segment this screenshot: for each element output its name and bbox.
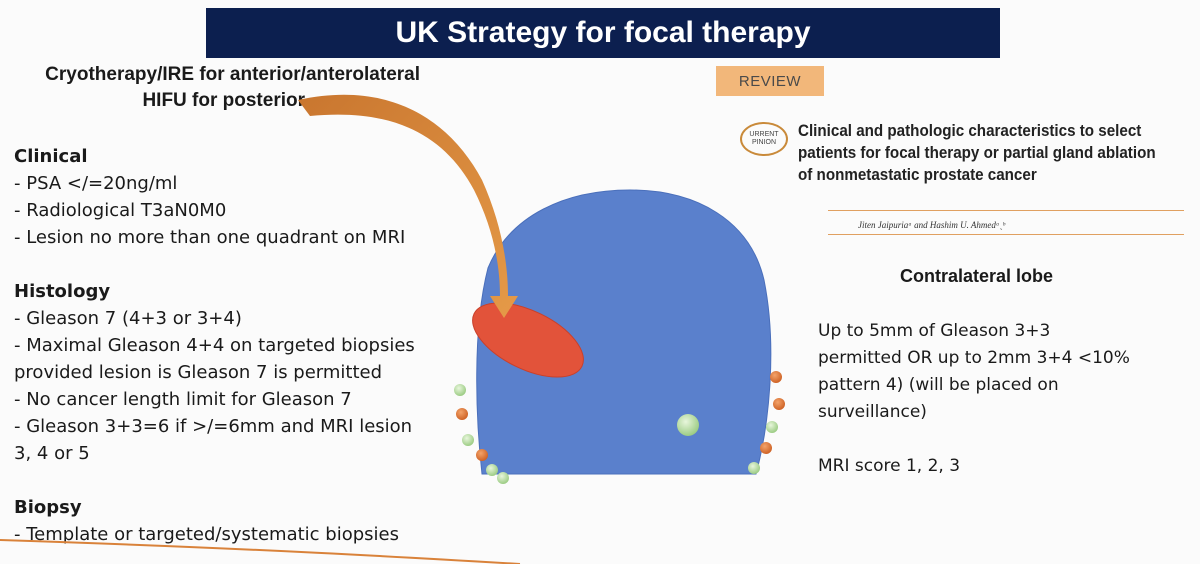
clinical-item: - Radiological T3aN0M0 <box>14 200 227 221</box>
paper-title-line: patients for focal therapy or partial gl… <box>798 144 1156 162</box>
orange-dot <box>760 442 772 454</box>
histology-line: - Maximal Gleason 4+4 on targeted biopsi… <box>14 335 415 356</box>
green-dot <box>677 414 699 436</box>
green-dot <box>497 472 509 484</box>
modality-line-2: HIFU for posterior <box>142 90 305 111</box>
biopsy-section: Biopsy - Template or targeted/systematic… <box>14 494 399 548</box>
review-badge: REVIEW <box>716 66 824 96</box>
contralateral-line: pattern 4) (will be placed on <box>818 375 1059 395</box>
orange-dot <box>456 408 468 420</box>
lesion-ellipse <box>472 302 584 378</box>
green-dot <box>486 464 498 476</box>
current-opinion-logo: URRENT PINION <box>740 122 788 156</box>
histology-line: - Gleason 3+3=6 if >/=6mm and MRI lesion <box>14 416 413 437</box>
green-dot <box>454 384 466 396</box>
logo-text: PINION <box>751 139 777 146</box>
paper-title: Clinical and pathologic characteristics … <box>798 120 1159 186</box>
contralateral-line: surveillance) <box>818 402 927 422</box>
paper-reference: URRENT PINION Clinical and pathologic ch… <box>740 118 1190 238</box>
paper-divider <box>828 234 1184 235</box>
contralateral-line: MRI score 1, 2, 3 <box>818 456 961 476</box>
histology-line: 3, 4 or 5 <box>14 443 90 464</box>
clinical-item: - Lesion no more than one quadrant on MR… <box>14 227 406 248</box>
contralateral-spacer <box>818 426 1130 453</box>
contralateral-heading: Contralateral lobe <box>900 266 1054 286</box>
contralateral-body: Up to 5mm of Gleason 3+3 permitted OR up… <box>818 318 1130 480</box>
slide-title: UK Strategy for focal therapy <box>395 16 811 49</box>
paper-authors: Jiten Jaipuriaᵃ and Hashim U. Ahmedᵃˎᵇ <box>858 220 1005 230</box>
slide-title-bar: UK Strategy for focal therapy <box>206 8 1000 58</box>
paper-title-line: Clinical and pathologic characteristics … <box>798 122 1142 140</box>
green-dot <box>748 462 760 474</box>
histology-section: Histology - Gleason 7 (4+3 or 3+4) - Max… <box>14 278 415 467</box>
paper-title-line: of nonmetastatic prostate cancer <box>798 166 1037 184</box>
green-dot <box>766 421 778 433</box>
histology-line: - Gleason 7 (4+3 or 3+4) <box>14 308 242 329</box>
biopsy-heading: Biopsy <box>14 497 82 518</box>
green-dot <box>462 434 474 446</box>
biopsy-item: - Template or targeted/systematic biopsi… <box>14 524 399 545</box>
histology-heading: Histology <box>14 281 111 302</box>
histology-line: provided lesion is Gleason 7 is permitte… <box>14 362 383 383</box>
orange-dot <box>476 449 488 461</box>
contralateral-line: permitted OR up to 2mm 3+4 <10% <box>818 348 1130 368</box>
clinical-section: Clinical - PSA </=20ng/ml - Radiological… <box>14 143 405 251</box>
logo-text: URRENT <box>749 131 779 138</box>
contralateral-line: Up to 5mm of Gleason 3+3 <box>818 321 1051 341</box>
orange-dot <box>773 398 785 410</box>
modality-line-1: Cryotherapy/IRE for anterior/anterolater… <box>45 64 420 85</box>
orange-dot <box>770 371 782 383</box>
paper-divider <box>828 210 1184 211</box>
clinical-item: - PSA </=20ng/ml <box>14 173 178 194</box>
decorative-bottom-line <box>0 539 521 564</box>
modality-note: Cryotherapy/IRE for anterior/anterolater… <box>0 62 420 114</box>
clinical-heading: Clinical <box>14 146 88 167</box>
histology-line: - No cancer length limit for Gleason 7 <box>14 389 352 410</box>
